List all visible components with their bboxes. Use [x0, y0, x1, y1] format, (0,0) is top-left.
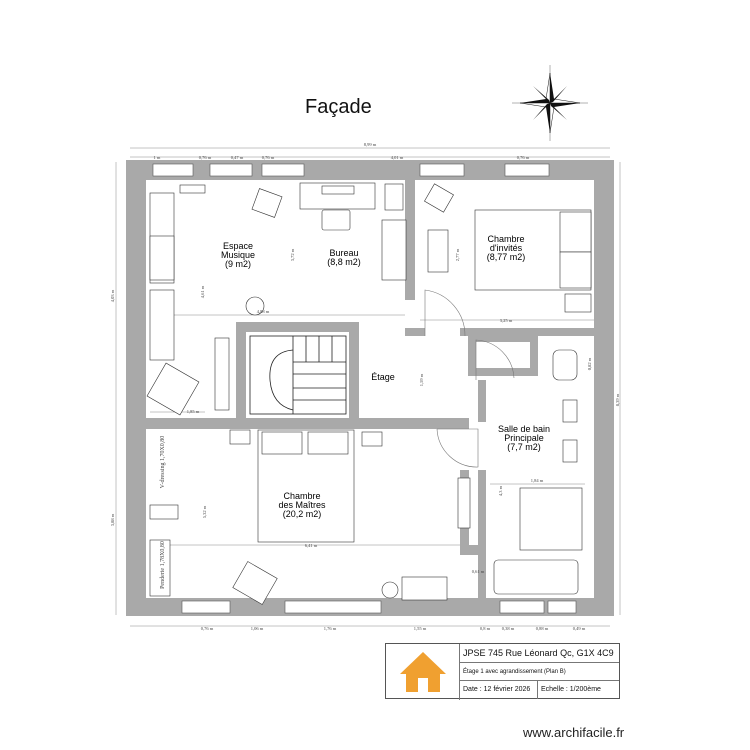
room-guest-area: (8,77 m2) [487, 252, 526, 262]
note-left-upper: V-dressing 1,70X0,80 [160, 436, 166, 489]
dim-bottom-4: 1,55 m [414, 626, 427, 632]
compass-icon [512, 65, 588, 141]
project-subtitle: Étage 1 avec agrandissement (Plan B) [460, 663, 619, 681]
project-scale: Echelle : 1/200ème [537, 681, 601, 699]
dim-landing-height: 1,59 m [419, 373, 425, 386]
dim-bottom-2: 1,06 m [251, 626, 264, 632]
room-master-name: Chambre [283, 491, 320, 501]
dim-stair-left: 1,85 m [187, 409, 200, 415]
house-logo-icon [386, 644, 460, 700]
dim-bottom-7: 0,88 m [536, 626, 549, 632]
doors [424, 289, 515, 468]
room-labels: Espace Musique (9 m2) Bureau (8,8 m2) Ch… [221, 234, 550, 519]
project-name: JPSE 745 Rue Léonard Qc, G1X 4C9 [460, 644, 619, 663]
room-office-name: Bureau [329, 248, 358, 258]
room-music-name2: Musique [221, 250, 255, 260]
dim-bottom-5: 0,8 m [480, 626, 491, 632]
room-bath-name2: Principale [504, 433, 544, 443]
windows [152, 163, 577, 614]
dim-bath-width: 1,84 m [531, 478, 544, 484]
dim-music-height: 4,61 m [200, 285, 206, 298]
dim-master-height: 5,32 m [202, 505, 208, 518]
dim-top-2: 0,76 m [199, 155, 212, 161]
page-title: Façade [305, 96, 372, 118]
room-music-area: (9 m2) [225, 259, 251, 269]
dim-left-height-2: 3,88 m [110, 513, 116, 526]
dim-wc: 0,82 m [587, 357, 593, 370]
room-music-name: Espace [223, 241, 253, 251]
room-landing-name: Étage [371, 372, 395, 382]
dim-guest-width: 3,25 m [500, 318, 513, 324]
furniture [146, 182, 592, 605]
dim-right-height: 8,39 m [615, 393, 621, 406]
dim-left-height: 4,03 m [110, 289, 116, 302]
dim-top-5: 4,01 m [391, 155, 404, 161]
note-left-lower: Penderie 1,78X0,80 [160, 541, 166, 589]
dimension-labels: 8,99 m 1 m 0,76 m 0,47 m 0,76 m 4,01 m 0… [110, 142, 621, 632]
dim-bottom-3: 1,76 m [324, 626, 337, 632]
dim-office-height: 3,72 m [290, 248, 296, 261]
room-guest-name2: d'invités [490, 243, 523, 253]
dim-top-6: 0,76 m [517, 155, 530, 161]
dim-bottom-1: 0,76 m [201, 626, 214, 632]
dim-top-1: 1 m [154, 155, 161, 160]
dim-bath-small: 0,61 m [472, 569, 485, 575]
project-date: Date : 12 février 2026 [463, 686, 531, 693]
dim-top-3: 0,47 m [231, 155, 244, 161]
dim-bath-height: 4,3 m [498, 485, 504, 496]
room-bath-name: Salle de bain [498, 424, 550, 434]
room-office-area: (8,8 m2) [327, 257, 361, 267]
project-meta-row: Date : 12 février 2026 Echelle : 1/200èm… [460, 681, 619, 699]
title-block: JPSE 745 Rue Léonard Qc, G1X 4C9 Étage 1… [385, 643, 620, 700]
dim-master-width: 6,41 m [305, 543, 318, 549]
dim-music-width: 4,88 m [257, 309, 270, 315]
staircase [249, 335, 347, 415]
room-master-area: (20,2 m2) [283, 509, 322, 519]
wall-notes: V-dressing 1,70X0,80 Penderie 1,78X0,80 [160, 436, 166, 589]
room-master-name2: des Maîtres [278, 500, 326, 510]
dim-guest-height: 2,77 m [455, 248, 461, 261]
room-bath-area: (7,7 m2) [507, 442, 541, 452]
dim-bottom-6: 0,38 m [502, 626, 515, 632]
dim-total-width: 8,99 m [364, 142, 377, 148]
dim-top-4: 0,76 m [262, 155, 275, 161]
watermark: www.archifacile.fr [523, 725, 625, 740]
room-guest-name: Chambre [487, 234, 524, 244]
dim-bottom-8: 0,49 m [573, 626, 586, 632]
